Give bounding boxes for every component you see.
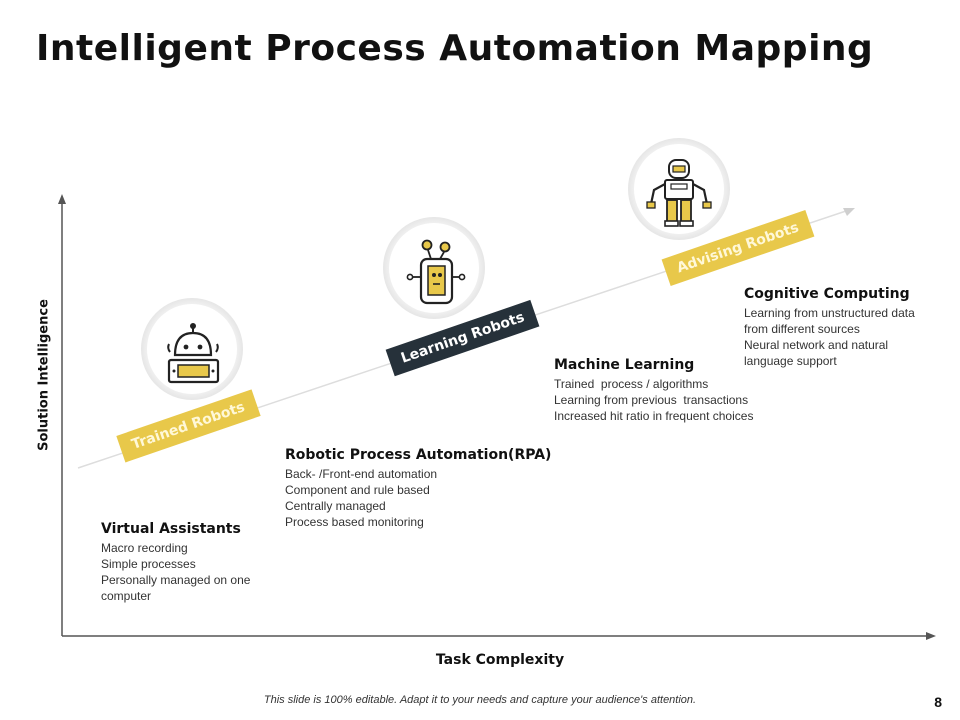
block-rpa: Robotic Process Automation(RPA) Back- /F… bbox=[285, 447, 585, 530]
block-item: Trained process / algorithms bbox=[554, 377, 709, 391]
block-virtual-assistants: Virtual Assistants Macro recording Simpl… bbox=[101, 521, 281, 604]
block-item: Personally managed on one computer bbox=[101, 573, 251, 603]
block-item: Learning from previous transactions bbox=[554, 393, 749, 407]
block-cognitive-computing: Cognitive Computing Learning from unstru… bbox=[744, 286, 916, 369]
block-machine-learning: Machine Learning Trained process / algor… bbox=[554, 357, 794, 424]
y-axis-label: Solution Intelligence bbox=[36, 299, 52, 451]
block-item: Simple processes bbox=[101, 557, 196, 571]
block-item: Process based monitoring bbox=[285, 515, 424, 529]
block-item: Learning from unstructured data from dif… bbox=[744, 306, 915, 336]
learning-robot-icon bbox=[383, 217, 485, 319]
block-heading: Robotic Process Automation(RPA) bbox=[285, 447, 552, 463]
page-number: 8 bbox=[934, 694, 942, 710]
block-item: Neural network and natural language supp… bbox=[744, 338, 889, 368]
progression-arrow bbox=[843, 208, 855, 216]
page-title: Intelligent Process Automation Mapping bbox=[36, 28, 874, 69]
x-axis-label: Task Complexity bbox=[435, 652, 565, 668]
block-item: Component and rule based bbox=[285, 483, 430, 497]
block-heading: Virtual Assistants bbox=[101, 521, 241, 537]
footer-note: This slide is 100% editable. Adapt it to… bbox=[263, 694, 697, 706]
y-axis-arrow bbox=[58, 194, 66, 204]
trained-robot-icon bbox=[141, 298, 243, 400]
block-heading: Cognitive Computing bbox=[744, 286, 910, 302]
block-item: Macro recording bbox=[101, 541, 188, 555]
block-item: Increased hit ratio in frequent choices bbox=[554, 409, 754, 423]
block-heading: Machine Learning bbox=[554, 357, 695, 373]
block-item: Back- /Front-end automation bbox=[285, 467, 438, 481]
x-axis-arrow bbox=[926, 632, 936, 640]
advising-robot-icon bbox=[628, 138, 730, 240]
block-item: Centrally managed bbox=[285, 499, 386, 513]
